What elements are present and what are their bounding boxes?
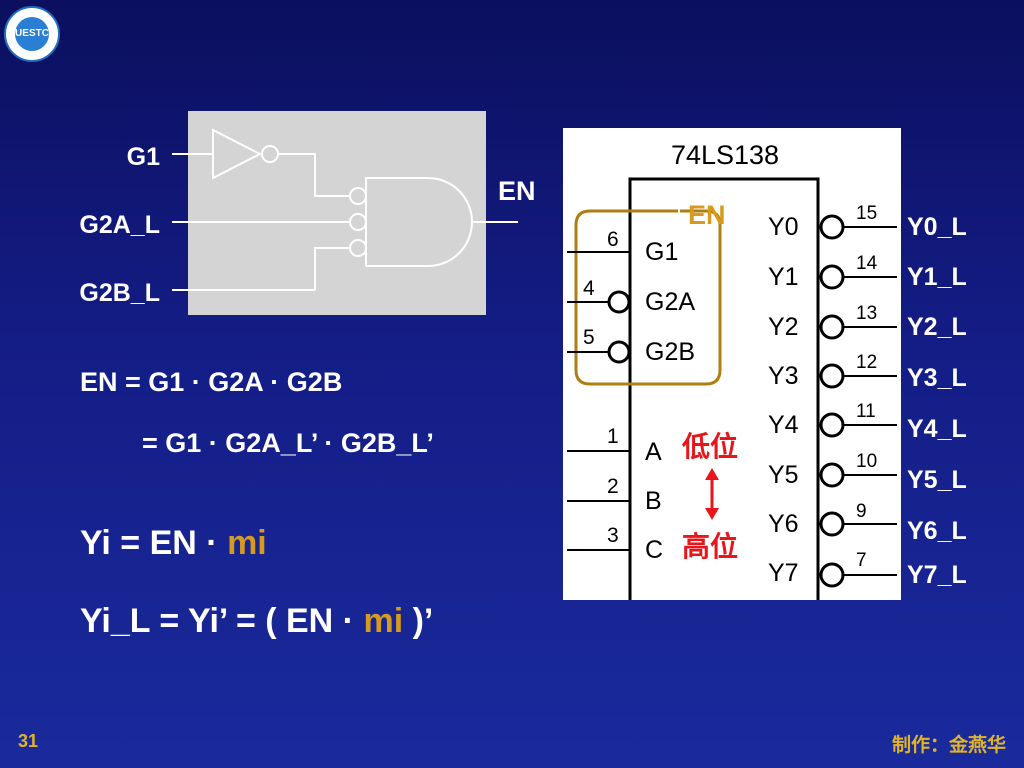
pin-name-g2b: G2B <box>645 338 695 366</box>
input-label-g2b: G2B_L <box>79 279 160 307</box>
output-y5: Y5 10 <box>768 451 897 489</box>
logo-center <box>15 17 49 51</box>
output-bubble-y5 <box>819 462 845 488</box>
high-bit-label: 高位 <box>682 530 738 562</box>
bit-order-arrow-up <box>705 468 719 480</box>
equation-en-expanded: = G1 · G2A_L’ · G2B_L’ <box>142 428 434 458</box>
university-logo: UESTC <box>4 6 60 62</box>
pin-num-g2a: 4 <box>583 277 595 300</box>
ext-label-y6: Y6_L <box>907 517 967 545</box>
output-y7: Y7 7 <box>768 550 897 588</box>
pin-name-g2a: G2A <box>645 288 695 316</box>
pin-num-a: 1 <box>607 425 619 448</box>
output-num-y5: 10 <box>856 451 877 472</box>
ext-label-y3: Y3_L <box>907 364 967 392</box>
pin-name-c: C <box>645 536 663 564</box>
output-num-y7: 7 <box>856 550 867 571</box>
equation-yi-l-prefix: Yi_L = Yi’ = ( EN · <box>80 602 364 640</box>
output-num-y4: 11 <box>856 401 876 422</box>
pin-bubble-g2b <box>607 340 631 364</box>
output-bubble-y3 <box>819 363 845 389</box>
output-name-y7: Y7 <box>768 559 799 587</box>
ext-label-y4: Y4_L <box>907 415 967 443</box>
output-name-y3: Y3 <box>768 362 799 390</box>
wire-inv-out <box>278 153 350 197</box>
equation-yi-l: Yi_L = Yi’ = ( EN · mi )’ <box>80 602 433 641</box>
output-bubble-y7 <box>819 562 845 588</box>
output-num-y6: 9 <box>856 501 867 522</box>
pin-num-g1: 6 <box>607 228 619 251</box>
ext-label-y1: Y1_L <box>907 263 967 291</box>
chip-diagram: 74LS138 EN 6 G1 4 G2A 5 G2B 1 A 2 B 3 C … <box>563 128 967 600</box>
ext-label-y0: Y0_L <box>907 213 967 241</box>
input-label-g1: G1 <box>127 143 160 171</box>
output-name-y2: Y2 <box>768 313 799 341</box>
equation-yi-mi: mi <box>227 524 267 562</box>
output-name-y0: Y0 <box>768 213 799 241</box>
input-label-g2a: G2A_L <box>79 211 160 239</box>
chip-name: 74LS138 <box>671 140 779 170</box>
output-name-y1: Y1 <box>768 263 799 291</box>
author-credit: 制作：金燕华 <box>891 735 1006 756</box>
output-name-y6: Y6 <box>768 510 799 538</box>
wire-g2b-up <box>314 247 350 290</box>
output-y4: Y4 11 <box>768 401 897 439</box>
bit-order-arrow-down <box>705 508 719 520</box>
pin-name-a: A <box>645 438 662 466</box>
output-num-y1: 14 <box>856 253 878 274</box>
equation-yi-prefix: Yi = EN · <box>80 524 228 562</box>
page-number: 31 <box>18 731 39 751</box>
output-name-y5: Y5 <box>768 461 799 489</box>
low-bit-label: 低位 <box>681 430 738 462</box>
logo-text: UESTC <box>15 28 49 39</box>
output-num-y0: 15 <box>856 203 877 224</box>
equation-yi: Yi = EN · mi <box>80 524 267 563</box>
output-label-en: EN <box>498 176 536 206</box>
gate-panel <box>188 111 486 315</box>
output-num-y2: 13 <box>856 303 877 324</box>
chip-en-label: EN <box>688 200 726 230</box>
output-y3: Y3 12 <box>768 352 897 390</box>
output-bubble-y0 <box>819 214 845 240</box>
pin-num-g2b: 5 <box>583 326 595 349</box>
chip-body <box>628 177 820 600</box>
pin-num-b: 2 <box>607 475 619 498</box>
output-y6: Y6 9 <box>768 501 897 538</box>
chip-panel <box>563 128 901 600</box>
equation-yi-l-mi: mi <box>363 602 404 640</box>
output-bubble-y1 <box>819 264 845 290</box>
equation-en: EN = G1 · G2A · G2B <box>80 367 343 397</box>
ext-label-y5: Y5_L <box>907 466 967 494</box>
and-gate <box>365 177 473 267</box>
pin-name-b: B <box>645 487 662 515</box>
ext-label-y7: Y7_L <box>907 561 967 589</box>
pin-num-c: 3 <box>607 524 619 547</box>
equation-yi-l-suffix: )’ <box>403 602 434 640</box>
output-y1: Y1 14 <box>768 253 897 291</box>
output-y2: Y2 13 <box>768 303 897 341</box>
enable-group-box <box>574 209 722 386</box>
pin-bubble-g2a <box>607 290 631 314</box>
pin-name-g1: G1 <box>645 238 678 266</box>
output-bubble-y6 <box>819 511 845 537</box>
inverter-gate <box>212 128 263 180</box>
output-num-y3: 12 <box>856 352 877 373</box>
output-bubble-y2 <box>819 314 845 340</box>
ext-label-y2: Y2_L <box>907 313 967 341</box>
output-name-y4: Y4 <box>768 411 799 439</box>
output-y0: Y0 15 <box>768 203 897 241</box>
gate-circuit: G1 G2A_L G2B_L EN <box>79 111 536 315</box>
output-bubble-y4 <box>819 412 845 438</box>
